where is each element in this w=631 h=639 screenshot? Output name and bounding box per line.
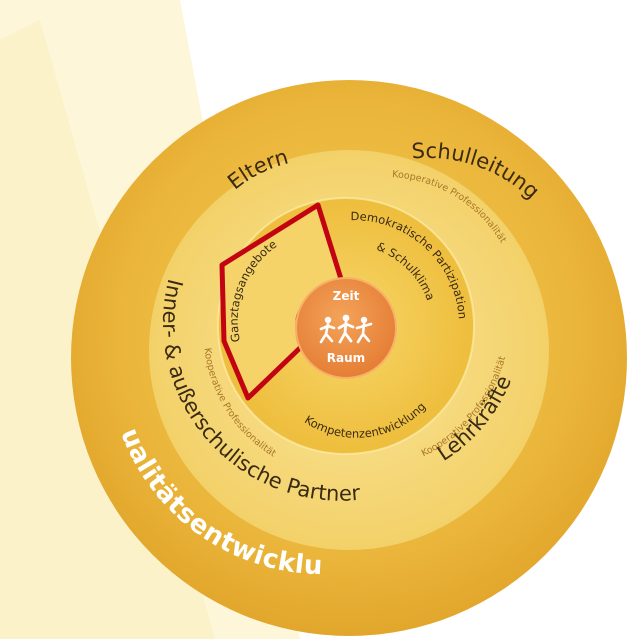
quality-title-top: Qualitätsentwicklung (198, 0, 521, 53)
children-running-icon (319, 314, 373, 344)
center-zeit: Zeit (333, 289, 360, 303)
inner-ring-border (217, 197, 475, 455)
center-raum: Raum (327, 351, 365, 365)
core-circle-rim (295, 277, 397, 379)
